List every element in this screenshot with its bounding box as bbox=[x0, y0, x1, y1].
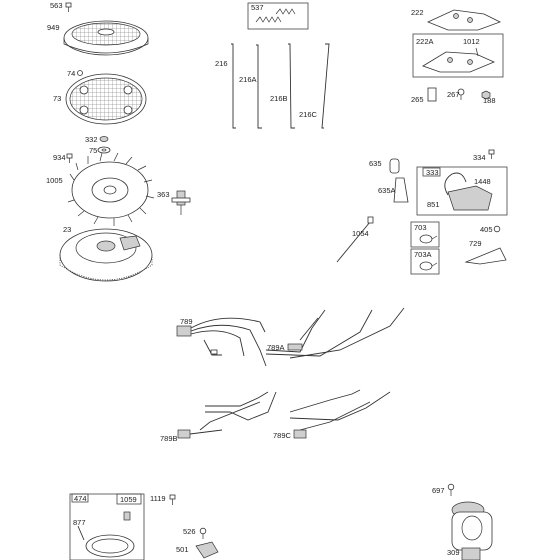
label-216A: 216A bbox=[239, 75, 257, 84]
label-309: 309 bbox=[447, 548, 460, 557]
box-474-label bbox=[71, 493, 89, 503]
flywheel-fan-1005[interactable] bbox=[67, 152, 155, 226]
label-1119: 1119 bbox=[150, 494, 166, 503]
label-188: 188 bbox=[483, 96, 496, 105]
alternator-474[interactable] bbox=[77, 511, 135, 558]
starter-motor-309[interactable] bbox=[451, 501, 493, 560]
box-333 bbox=[416, 166, 508, 216]
link-216B[interactable] bbox=[288, 43, 295, 129]
screw-563[interactable] bbox=[65, 2, 72, 12]
box-222A bbox=[412, 33, 504, 78]
link-216[interactable] bbox=[231, 43, 236, 129]
shield-729[interactable] bbox=[464, 247, 507, 265]
screw-526[interactable] bbox=[199, 527, 207, 539]
box-474 bbox=[69, 493, 145, 560]
nut-332[interactable] bbox=[99, 136, 109, 142]
label-1448: 1448 bbox=[474, 177, 491, 186]
screen-disc-73[interactable] bbox=[65, 73, 147, 125]
harness-789B[interactable] bbox=[177, 391, 277, 439]
label-934: 934 bbox=[53, 153, 66, 162]
bolt-934[interactable] bbox=[66, 153, 73, 163]
label-729: 729 bbox=[469, 239, 482, 248]
label-1059: 1059 bbox=[120, 495, 137, 504]
label-474: 474 bbox=[74, 494, 87, 503]
link-216A[interactable] bbox=[256, 44, 262, 129]
label-789B: 789B bbox=[160, 434, 178, 443]
label-216C: 216C bbox=[299, 110, 318, 119]
label-789: 789 bbox=[180, 317, 193, 326]
label-563: 563 bbox=[50, 1, 63, 10]
nut-188[interactable] bbox=[481, 90, 491, 100]
screw-267[interactable] bbox=[457, 88, 465, 100]
harness-789A[interactable] bbox=[265, 307, 405, 359]
label-334: 334 bbox=[473, 153, 486, 162]
label-851: 851 bbox=[427, 200, 440, 209]
box-333-label bbox=[422, 167, 441, 177]
label-635: 635 bbox=[369, 159, 382, 168]
label-877: 877 bbox=[73, 518, 86, 527]
rotating-screen-949[interactable] bbox=[63, 20, 149, 56]
label-73: 73 bbox=[53, 94, 61, 103]
label-949: 949 bbox=[47, 23, 60, 32]
label-216B: 216B bbox=[270, 94, 288, 103]
label-222A: 222A bbox=[416, 37, 434, 46]
label-74: 74 bbox=[67, 69, 75, 78]
screw-405[interactable] bbox=[493, 225, 501, 233]
label-267: 267 bbox=[447, 90, 460, 99]
link-216C[interactable] bbox=[321, 43, 330, 129]
box-703 bbox=[410, 221, 440, 248]
label-703: 703 bbox=[414, 223, 427, 232]
label-222: 222 bbox=[411, 8, 424, 17]
boot-635A[interactable] bbox=[393, 177, 409, 203]
spring-537[interactable] bbox=[255, 8, 296, 23]
screw-334[interactable] bbox=[488, 149, 495, 159]
control-assembly-222A[interactable] bbox=[422, 47, 496, 73]
label-789A: 789A bbox=[267, 343, 285, 352]
box-703A bbox=[410, 248, 440, 275]
label-703A: 703A bbox=[414, 250, 432, 259]
clamp-703[interactable] bbox=[419, 234, 438, 244]
cable-tie-1054[interactable] bbox=[336, 216, 374, 263]
screw-697[interactable] bbox=[447, 483, 455, 496]
label-635A: 635A bbox=[378, 186, 396, 195]
label-697: 697 bbox=[432, 486, 445, 495]
label-789C: 789C bbox=[273, 431, 292, 440]
washer-75[interactable] bbox=[97, 146, 111, 154]
screw-1119[interactable] bbox=[169, 494, 176, 505]
label-333: 333 bbox=[426, 168, 439, 177]
clip-363[interactable] bbox=[171, 190, 191, 215]
flywheel-23[interactable] bbox=[59, 228, 153, 282]
label-501: 501 bbox=[176, 545, 189, 554]
box-537 bbox=[247, 2, 309, 30]
label-216: 216 bbox=[215, 59, 228, 68]
harness-789[interactable] bbox=[176, 317, 267, 367]
label-75: 75 bbox=[89, 146, 97, 155]
label-1005: 1005 bbox=[46, 176, 63, 185]
boot-635[interactable] bbox=[389, 158, 400, 174]
label-537: 537 bbox=[251, 3, 264, 12]
clamp-703A[interactable] bbox=[419, 261, 438, 271]
box-1059 bbox=[116, 493, 142, 505]
harness-789C[interactable] bbox=[289, 389, 391, 439]
label-265: 265 bbox=[411, 95, 424, 104]
label-526: 526 bbox=[183, 527, 196, 536]
label-1012: 1012 bbox=[463, 37, 480, 46]
regulator-501[interactable] bbox=[195, 541, 219, 559]
part-265[interactable] bbox=[427, 87, 437, 102]
ignition-armature-333[interactable] bbox=[444, 172, 493, 211]
label-332: 332 bbox=[85, 135, 98, 144]
governor-plate-222[interactable] bbox=[426, 9, 502, 31]
label-363: 363 bbox=[157, 190, 170, 199]
screw-74[interactable] bbox=[77, 70, 83, 76]
label-405: 405 bbox=[480, 225, 493, 234]
label-23: 23 bbox=[63, 225, 71, 234]
label-1054: 1054 bbox=[352, 229, 369, 238]
